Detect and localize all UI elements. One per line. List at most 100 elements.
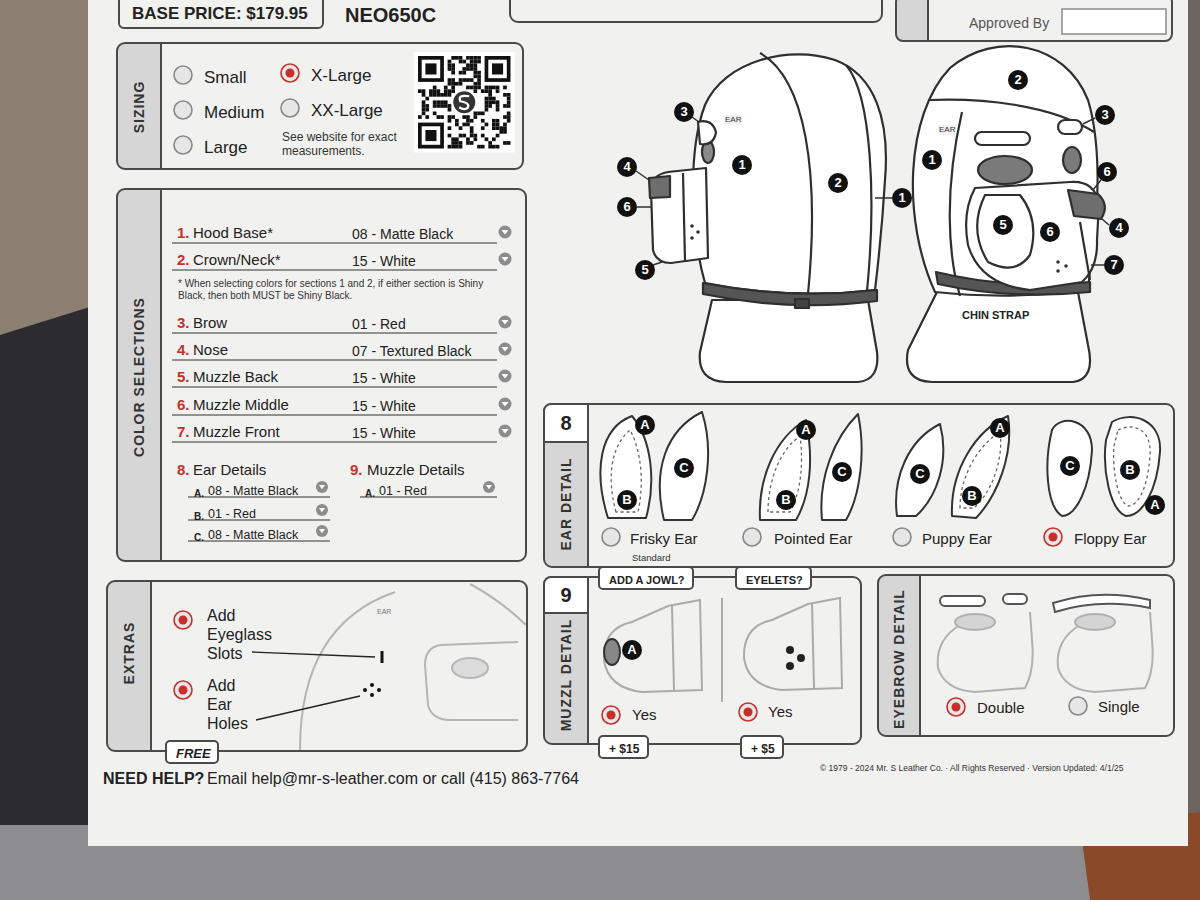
callout-number: 2	[1008, 70, 1028, 90]
section-number: 7.	[177, 423, 190, 441]
option-label: Large	[204, 138, 247, 158]
sub-letter: C.	[194, 532, 204, 544]
callout-number: C	[910, 464, 930, 484]
option-label: Double	[977, 699, 1025, 717]
field-value: 01 - Red	[379, 484, 427, 499]
field-label: Approved By	[969, 15, 1049, 32]
sub-letter: B.	[194, 511, 204, 523]
hood-side-view	[693, 54, 886, 293]
callout-number: C	[1060, 456, 1080, 476]
callout-number: B	[776, 490, 796, 510]
hood-front-view	[950, 112, 962, 296]
hood-side-view	[760, 53, 812, 294]
hood-front-view	[1091, 264, 1104, 266]
form-box	[510, 0, 882, 22]
field-value: 08 - Matte Black	[352, 226, 453, 243]
hood-side-view	[846, 65, 871, 291]
part-name: EAR	[938, 125, 956, 135]
callout-number: 2	[828, 173, 848, 193]
sub-letter: A.	[194, 488, 204, 500]
field-label: Crown/Neck*	[193, 251, 281, 269]
hood-side-view	[636, 171, 649, 180]
panel-heading: EXTRAS	[121, 622, 138, 685]
price-tab: + $15	[598, 735, 649, 759]
hood-side-view	[700, 300, 878, 382]
callout-number: 6	[617, 197, 637, 217]
hood-front-view	[907, 290, 1090, 382]
callout-number: C	[674, 458, 694, 478]
hood-side-view	[875, 197, 892, 199]
hood-side-view	[637, 206, 652, 208]
hood-front-view	[1056, 269, 1060, 273]
callout-number: 5	[993, 215, 1013, 235]
help-heading: NEED HELP?	[103, 769, 204, 788]
option-label: XX-Large	[311, 101, 383, 121]
field-value: 15 - White	[352, 398, 416, 415]
callout-number: 3	[1095, 105, 1115, 125]
callout-number: B	[1120, 460, 1140, 480]
option-label: Small	[204, 68, 247, 88]
hood-front-view	[978, 156, 1032, 184]
callout-number: 1	[892, 188, 912, 208]
hood-side-view	[649, 176, 670, 198]
hood-side-view	[690, 236, 694, 240]
option-label: Medium	[204, 103, 264, 123]
hood-front-view	[1064, 264, 1068, 268]
price-text: BASE PRICE: $179.95	[132, 4, 308, 24]
field-value: 15 - White	[352, 253, 416, 270]
hood-side-view	[653, 262, 662, 265]
tab-text: FREE	[176, 746, 211, 762]
section-number: 6.	[177, 396, 190, 414]
field-value: 01 - Red	[208, 507, 256, 522]
option-label: Add Eyeglass Slots	[207, 606, 287, 664]
hood-side-view	[690, 224, 694, 228]
note-text: * When selecting colors for sections 1 a…	[178, 278, 513, 302]
field-label: Hood Base*	[193, 224, 273, 242]
callout-number: 4	[1109, 218, 1129, 238]
extras-panel: EXTRASAdd Eyeglass SlotsAdd Ear HolesFRE…	[106, 580, 528, 752]
section-number: 8.	[177, 461, 190, 479]
hood-front-view	[1083, 118, 1095, 124]
part-name: EAR	[376, 608, 392, 616]
callout-number: A	[1145, 495, 1165, 515]
approval-box: Approved By	[895, 0, 1173, 42]
section-number: 9.	[350, 461, 363, 479]
hood-front-view	[1102, 219, 1109, 225]
section-number: 3.	[177, 314, 190, 332]
tab-text: + $15	[609, 742, 639, 756]
option-label: Yes	[632, 706, 656, 724]
callout-number: C	[832, 462, 852, 482]
option-label: Frisky Ear	[630, 530, 698, 548]
field-label: Muzzle Middle	[193, 396, 289, 414]
field-value: 08 - Matte Black	[208, 484, 298, 499]
field-label: Nose	[193, 341, 228, 359]
callout-number: 1	[922, 150, 942, 170]
tab-text: ADD A JOWL?	[609, 574, 685, 587]
callout-number: 3	[674, 102, 694, 122]
muzzle-panel: MUZZL DETAILYesYes9ADD A JOWL?EYELETS?+ …	[543, 576, 862, 745]
callout-number: B	[617, 490, 637, 510]
question-tab: EYELETS?	[735, 566, 812, 590]
price-tab: FREE	[165, 740, 219, 764]
field-value: 08 - Matte Black	[208, 528, 298, 543]
section-number-box: 8	[543, 403, 589, 443]
panel-heading: MUZZL DETAIL	[558, 619, 575, 732]
sizing-panel: SIZINGSmallMediumLargeX-LargeXX-LargeSee…	[116, 42, 524, 170]
hood-front-view	[1080, 222, 1090, 280]
section-number: 2.	[177, 251, 190, 269]
panel-heading: SIZING	[131, 81, 148, 134]
callout-number: 7	[1104, 255, 1124, 275]
eyebrow-panel: EYEBROW DETAILDoubleSingle	[877, 574, 1175, 737]
field-label: Ear Details	[193, 461, 266, 479]
option-label: Add Ear Holes	[207, 676, 259, 734]
copyright-text: © 1979 - 2024 Mr. S Leather Co. · All Ri…	[820, 763, 1123, 773]
tab-text: EYELETS?	[746, 574, 803, 587]
hood-front-view	[1063, 147, 1081, 173]
color-panel: COLOR SELECTIONS1.Hood Base*08 - Matte B…	[116, 188, 527, 562]
section-number-box: 9	[543, 576, 589, 614]
part-name: EAR	[724, 115, 742, 125]
option-label: Pointed Ear	[774, 530, 852, 548]
option-label: X-Large	[311, 66, 371, 86]
